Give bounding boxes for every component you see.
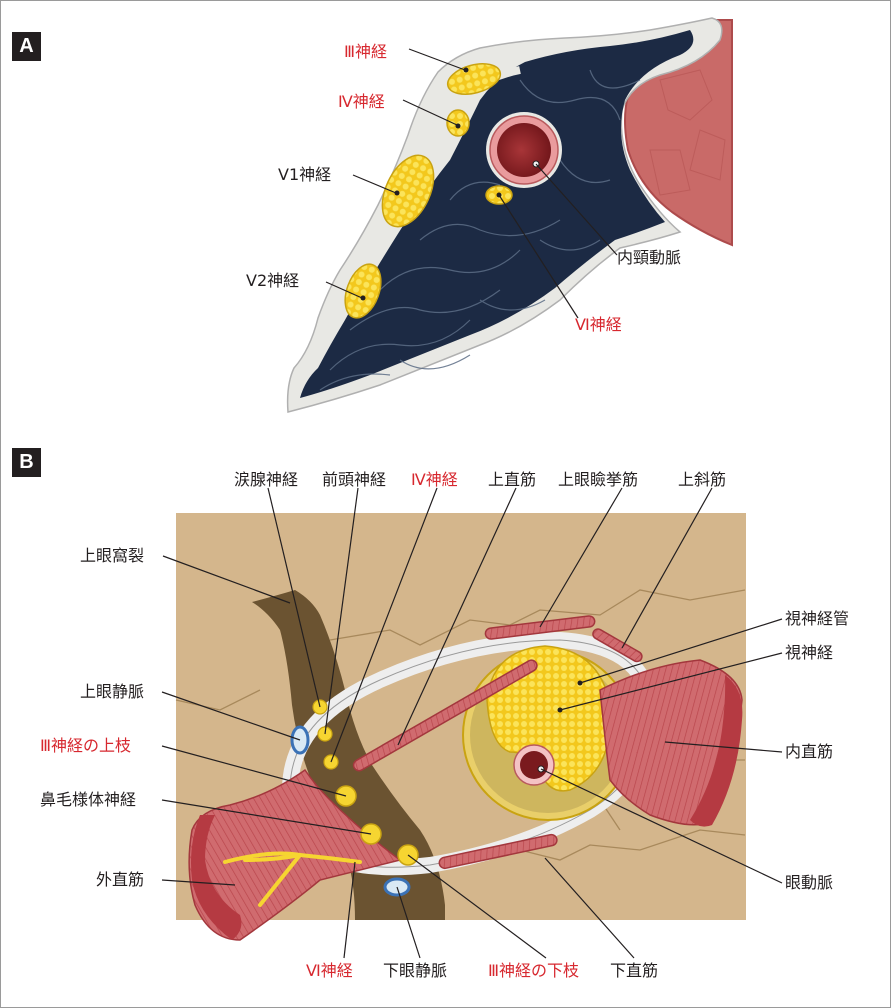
label-b-sup-oblique: 上斜筋 bbox=[678, 470, 726, 489]
ophthalmic-artery-lumen bbox=[520, 751, 548, 779]
label-b-sup-oph-vein: 上眼静脈 bbox=[80, 682, 144, 701]
label-a-n6: Ⅵ神経 bbox=[575, 315, 622, 334]
label-b-n3-sup: Ⅲ神経の上枝 bbox=[40, 736, 131, 755]
panel-a-cavernous-sinus: Ⅲ神経 Ⅳ神経 V1神経 V2神経 内頸動脈 Ⅵ神経 bbox=[246, 18, 732, 412]
panel-b-orbital-apex: 涙腺神経 前頭神経 Ⅳ神経 上直筋 上眼瞼挙筋 上斜筋 上眼窩裂 視神経管 視神… bbox=[40, 470, 849, 980]
label-b-n3-inf: Ⅲ神経の下枝 bbox=[488, 961, 579, 980]
venous-sinus bbox=[300, 30, 693, 398]
label-b-sof: 上眼窩裂 bbox=[80, 546, 144, 565]
label-a-v1: V1神経 bbox=[278, 165, 331, 184]
label-b-medial-rectus: 内直筋 bbox=[785, 742, 833, 761]
label-b-n4: Ⅳ神経 bbox=[411, 470, 458, 489]
label-b-lacrimal: 涙腺神経 bbox=[234, 470, 298, 489]
internal-carotid-artery-lumen bbox=[497, 123, 551, 177]
label-b-optic-nerve: 視神経 bbox=[785, 643, 833, 662]
label-a-n4: Ⅳ神経 bbox=[338, 92, 385, 111]
label-a-n3: Ⅲ神経 bbox=[344, 42, 387, 61]
label-b-levator: 上眼瞼挙筋 bbox=[558, 470, 638, 489]
label-b-lateral-rectus: 外直筋 bbox=[96, 870, 144, 889]
label-a-v2: V2神経 bbox=[246, 271, 299, 290]
label-b-oph-artery: 眼動脈 bbox=[785, 873, 833, 892]
label-b-frontal: 前頭神経 bbox=[322, 470, 386, 489]
label-b-n6: Ⅵ神経 bbox=[306, 961, 353, 980]
label-b-sup-rectus: 上直筋 bbox=[488, 470, 536, 489]
label-b-inf-rectus: 下直筋 bbox=[610, 961, 658, 980]
trochlear-nerve bbox=[447, 110, 469, 136]
label-b-inf-oph-vein: 下眼静脈 bbox=[383, 961, 447, 980]
label-b-nasociliary: 鼻毛様体神経 bbox=[40, 790, 136, 809]
label-a-ica: 内頸動脈 bbox=[617, 248, 681, 267]
label-b-optic-canal: 視神経管 bbox=[785, 609, 849, 628]
